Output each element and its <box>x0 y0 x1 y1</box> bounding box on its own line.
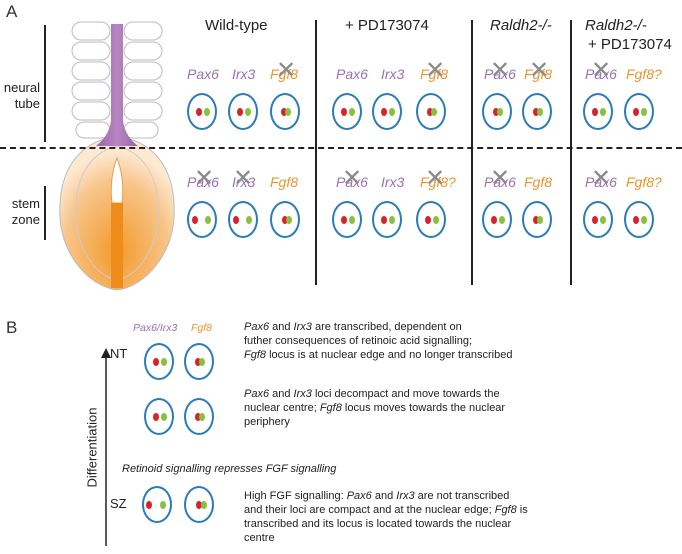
nucleus-cell <box>522 201 552 238</box>
neural-tube-text: neural tube <box>3 80 40 111</box>
legend-fgf8: Fgf8 <box>191 322 213 334</box>
column-separator-1 <box>315 20 317 285</box>
gene-label: Irx3 <box>232 174 256 190</box>
column-separator-2 <box>471 20 473 285</box>
gene-label: Pax6 <box>336 66 368 82</box>
nucleus-cell <box>332 93 362 130</box>
nucleus-cell <box>416 93 446 130</box>
panel-b-letter: B <box>6 318 18 337</box>
crossed-out-mark: ✕ <box>490 57 511 84</box>
gene-label: Pax6 <box>484 66 516 82</box>
sz-label: SZ <box>110 496 127 511</box>
nucleus-cell <box>142 486 172 523</box>
nt-sz-divider <box>0 147 682 149</box>
gene-label: Fgf8 <box>420 66 449 82</box>
nucleus-cell <box>184 486 214 523</box>
nucleus-cell <box>144 343 174 380</box>
gene-label: Pax6 <box>585 174 617 190</box>
nucleus-cell <box>583 93 613 130</box>
retinoid-represses-fgf: Retinoid signalling represses FGF signal… <box>122 463 337 475</box>
somites-right <box>123 21 163 139</box>
nucleus-cell <box>228 93 258 130</box>
nucleus-cell <box>270 93 300 130</box>
col-title-wildtype: Wild-type <box>205 17 268 34</box>
nucleus-cell <box>624 93 654 130</box>
gene-label: Pax6 <box>187 66 219 82</box>
crossed-out-mark: ✕ <box>425 57 446 84</box>
nucleus-cell <box>624 201 654 238</box>
differentiation-label: Differentiation <box>84 407 100 488</box>
description-nt-transcribed: Pax6 and Irx3 are transcribed, dependent… <box>244 321 513 361</box>
legend-pax6-irx3: Pax6/Irx3 <box>133 322 178 334</box>
gene-label: Fgf8? <box>420 174 456 190</box>
crossed-out-mark: ✕ <box>490 165 511 192</box>
stem-zone-text: stem zone <box>11 196 40 227</box>
embryo-illustration <box>59 21 175 291</box>
column-separator-3 <box>570 20 572 285</box>
crossed-out-mark: ✕ <box>194 165 215 192</box>
description-decompact: Pax6 and Irx3 loci decompact and move to… <box>244 388 506 428</box>
crossed-out-mark: ✕ <box>233 165 254 192</box>
nucleus-cell <box>416 201 446 238</box>
nucleus-cell <box>482 201 512 238</box>
differentiation-arrow <box>101 348 111 546</box>
crossed-out-mark: ✕ <box>591 165 612 192</box>
gene-label: Fgf8 <box>524 174 553 190</box>
nucleus-cell <box>583 201 613 238</box>
crossed-out-mark: ✕ <box>276 57 297 84</box>
nucleus-cell <box>270 201 300 238</box>
crossed-out-mark: ✕ <box>529 57 550 84</box>
somites-left <box>71 21 111 139</box>
gene-label: Fgf8 <box>524 66 553 82</box>
neural-tube-shape <box>96 24 138 146</box>
gene-label: Pax6 <box>484 174 516 190</box>
stem-zone-bracket <box>44 186 46 240</box>
nucleus-cell <box>144 398 174 435</box>
crossed-out-mark: ✕ <box>591 57 612 84</box>
crossed-out-mark: ✕ <box>425 165 446 192</box>
nt-label: NT <box>110 346 128 361</box>
nucleus-cell <box>522 93 552 130</box>
gene-label: Fgf8 <box>270 174 299 190</box>
gene-label: Irx3 <box>381 66 405 82</box>
gene-label: Fgf8? <box>626 66 662 82</box>
panel-a-letter: A <box>6 2 18 21</box>
nucleus-cell <box>372 93 402 130</box>
neural-tube-bracket <box>44 25 46 142</box>
col-title-pd173074: + PD173074 <box>345 17 429 34</box>
gene-label: Pax6 <box>585 66 617 82</box>
nucleus-cell <box>187 93 217 130</box>
col-title-raldh2-pd: Raldh2-/- <box>585 17 647 34</box>
neural-tube-label: neural tube <box>0 80 40 112</box>
crossed-out-mark: ✕ <box>342 165 363 192</box>
nucleus-cell <box>184 398 214 435</box>
gene-label: Irx3 <box>232 66 256 82</box>
gene-label: Fgf8? <box>626 174 662 190</box>
nucleus-cell <box>332 201 362 238</box>
nucleus-cell <box>372 201 402 238</box>
col-title-raldh2-pd-line2: + PD173074 <box>588 36 672 53</box>
col-title-raldh2: Raldh2-/- <box>490 17 552 34</box>
nucleus-cell <box>184 343 214 380</box>
gene-label: Pax6 <box>187 174 219 190</box>
description-high-fgf: High FGF signalling: Pax6 and Irx3 are n… <box>244 490 528 544</box>
nucleus-cell <box>482 93 512 130</box>
stem-zone-label: stem zone <box>0 196 40 228</box>
nucleus-cell <box>228 201 258 238</box>
gene-label: Fgf8 <box>270 66 299 82</box>
gene-label: Pax6 <box>336 174 368 190</box>
gene-label: Irx3 <box>381 174 405 190</box>
nucleus-cell <box>187 201 217 238</box>
